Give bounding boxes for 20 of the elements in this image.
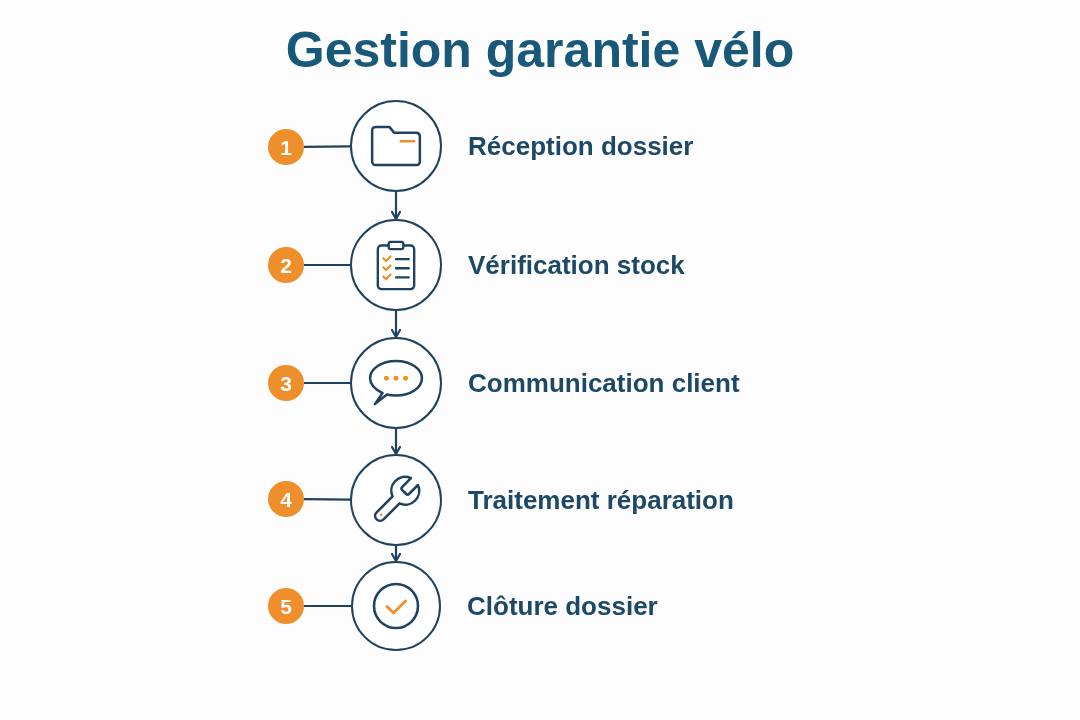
arrow — [390, 546, 402, 563]
step-label: Clôture dossier — [467, 590, 658, 622]
step-label: Communication client — [468, 367, 740, 399]
arrow — [390, 311, 402, 339]
step-number: 1 — [268, 129, 304, 165]
connector-line — [304, 263, 350, 267]
connector-line — [304, 498, 350, 501]
title: Gestion garantie vélo — [284, 21, 796, 80]
step-number: 2 — [268, 247, 304, 283]
step-number: 4 — [268, 481, 304, 517]
arrow — [390, 429, 402, 456]
step-number: 5 — [268, 588, 304, 624]
step-label: Réception dossier — [468, 130, 694, 162]
connector-line — [304, 604, 351, 608]
step-number: 3 — [268, 365, 304, 401]
step-label: Traitement réparation — [468, 484, 734, 516]
arrow — [390, 192, 402, 221]
connector-line — [304, 145, 350, 148]
connector-line — [304, 381, 350, 385]
step-label: Vérification stock — [468, 249, 685, 281]
